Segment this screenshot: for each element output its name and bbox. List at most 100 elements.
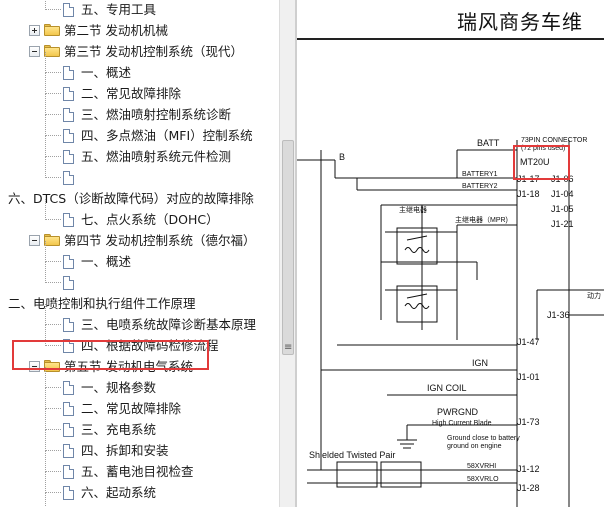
pin-j1-47: J1-47 [517, 337, 540, 347]
tree-connector [45, 9, 61, 10]
label-pwrgnd: PWRGND [437, 407, 478, 417]
page-title: 瑞风商务车维 [457, 10, 583, 34]
label-mt20u: MT20U [520, 157, 550, 167]
pin-j1-36: J1-36 [547, 310, 570, 320]
navigation-tree[interactable]: 五、专用工具第二节 发动机机械第三节 发动机控制系统（现代）一、概述二、常见故障… [0, 0, 279, 507]
splitter-grip-icon[interactable]: ≡ [284, 342, 293, 353]
tree-item[interactable]: 一、概述 [0, 241, 279, 272]
folder-icon [44, 24, 60, 36]
tree-connector [45, 304, 46, 325]
tree-connector [45, 429, 61, 430]
tree-connector [45, 135, 61, 136]
tree-item[interactable]: 五、专用工具 [0, 0, 279, 20]
label-connector-sub: (72 pins used) [521, 145, 565, 152]
tree-connector [45, 408, 61, 409]
tree-connector [45, 0, 46, 10]
tree-item-label: 三、电喷系统故障诊断基本原理 [81, 317, 257, 332]
pin-j1-28: J1-28 [517, 483, 540, 493]
tree-item[interactable]: 六、DTCS（诊断故障代码）对应的故障排除 [0, 188, 279, 209]
label-batt: BATT [477, 138, 500, 148]
tree-item[interactable]: 第三节 发动机控制系统（现代） [0, 41, 279, 62]
label-battery1: BATTERY1 [462, 171, 498, 178]
document-icon [63, 318, 74, 332]
tree-connector [45, 115, 46, 136]
folder-icon [44, 45, 60, 57]
tree-item[interactable]: 二、常见故障排除 [0, 388, 279, 419]
tree-connector [45, 177, 61, 178]
tree-item[interactable]: 一、概述 [0, 52, 279, 83]
tree-connector [45, 156, 61, 157]
label-high-current: High Current Blade [432, 420, 492, 427]
tree-connector [45, 94, 46, 115]
tree-item[interactable]: 三、燃油喷射控制系统诊断 [0, 94, 279, 125]
pin-j1-18: J1-18 [517, 189, 540, 199]
tree-connector [45, 93, 61, 94]
tree-connector [45, 73, 46, 94]
tree-item[interactable]: 第四节 发动机控制系统（德尔福） [0, 230, 279, 251]
tree-connector [45, 451, 46, 472]
wiring-diagram: BATT 73PIN CONNECTOR (72 pins used) MT20… [297, 137, 604, 507]
tree-item-label: 五、燃油喷射系统元件检测 [81, 149, 232, 164]
pin-j1-73: J1-73 [517, 417, 540, 427]
label-ign: IGN [472, 358, 488, 368]
tree-item[interactable]: 第五节 发动机电气系统 [0, 356, 279, 377]
tree-item[interactable]: 二、电喷控制和执行组件工作原理 [0, 293, 279, 314]
tree-scrollbar[interactable]: ≡ [279, 0, 295, 507]
label-ground-note-2: ground on engine [447, 443, 502, 450]
tree-item[interactable]: 四、多点燃油（MFI）控制系统 [0, 115, 279, 146]
tree-item-label: 一、概述 [81, 254, 132, 269]
label-battery2: BATTERY2 [462, 183, 498, 190]
tree-item[interactable]: 三、电喷系统故障诊断基本原理 [0, 304, 279, 335]
tree-connector [45, 325, 46, 346]
tree-item[interactable]: 第二节 发动机机械 [0, 20, 279, 41]
tree-connector [45, 450, 61, 451]
collapse-icon[interactable] [29, 361, 40, 372]
pane-divider[interactable] [295, 0, 297, 507]
pin-j1-01: J1-01 [517, 372, 540, 382]
document-icon [63, 465, 74, 479]
tree-item-label: 五、蓄电池目视检查 [81, 464, 194, 479]
tree-item[interactable]: 六、起动系统 [0, 472, 279, 503]
tree-item-label: 第二节 发动机机械 [64, 23, 168, 38]
tree-item[interactable]: 二、常见故障排除 [0, 73, 279, 104]
collapse-icon[interactable] [29, 46, 40, 57]
tree-item-label: 二、常见故障排除 [81, 86, 182, 101]
tree-item[interactable]: 五、蓄电池目视检查 [0, 451, 279, 482]
tree-connector [45, 388, 46, 409]
document-icon [63, 444, 74, 458]
tree-item[interactable]: 七、点火系统（DOHC） [0, 199, 279, 230]
tree-item[interactable] [0, 157, 279, 188]
tree-item[interactable]: 五、燃油喷射系统元件检测 [0, 136, 279, 167]
pin-j1-21: J1-21 [551, 219, 574, 229]
tree-item[interactable]: 一、规格参数 [0, 367, 279, 398]
tree-item-label: 一、规格参数 [81, 380, 157, 395]
tree-item-label: 六、DTCS（诊断故障代码）对应的故障排除 [8, 191, 254, 206]
document-icon [63, 381, 74, 395]
tree-item-label: 二、电喷控制和执行组件工作原理 [8, 296, 196, 311]
document-icon [63, 108, 74, 122]
label-mpr: 主继电器（MPR) [455, 215, 508, 224]
pin-j1-04: J1-04 [551, 189, 574, 199]
tree-item-label: 六、起动系统 [81, 485, 157, 500]
tree-item[interactable]: 三、充电系统 [0, 409, 279, 440]
tree-connector [45, 157, 46, 178]
folder-icon [44, 360, 60, 372]
collapse-icon[interactable] [29, 235, 40, 246]
tree-item-label: 五、专用工具 [81, 2, 157, 17]
tree-connector [45, 241, 46, 262]
tree-item[interactable]: 四、拆卸和安装 [0, 430, 279, 461]
scroll-thumb[interactable] [282, 140, 294, 355]
selection-highlight-box [12, 340, 209, 370]
tree-connector [45, 493, 46, 507]
tree-item[interactable] [0, 262, 279, 293]
tree-connector [45, 345, 61, 346]
document-icon [63, 3, 74, 17]
tree-connector [45, 282, 61, 283]
tree-item-label: 第四节 发动机控制系统（德尔福） [64, 233, 256, 248]
tree-connector [45, 367, 46, 388]
tree-item[interactable]: 七、起动系统拆卸和安装 [0, 493, 279, 507]
document-page: 瑞风商务车维 [297, 0, 604, 507]
expand-icon[interactable] [29, 25, 40, 36]
tree-connector [45, 430, 46, 451]
tree-connector [45, 471, 61, 472]
